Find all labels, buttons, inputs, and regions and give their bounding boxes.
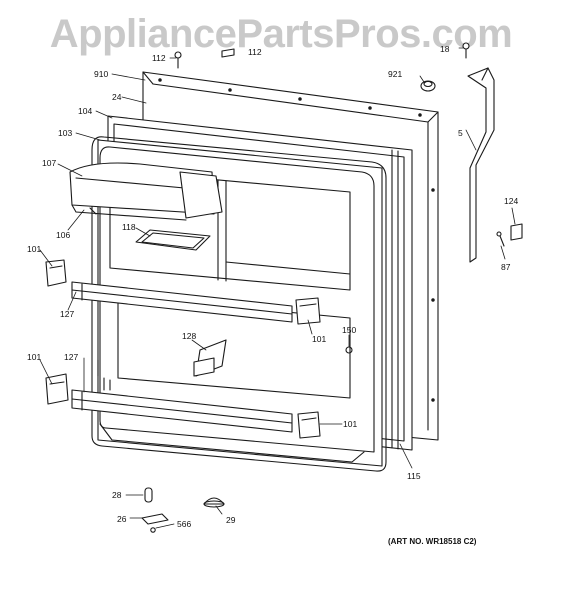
shelf-end-caps-101 — [45, 259, 321, 439]
dairy-door-107 — [69, 162, 223, 221]
top-screws-112 — [174, 48, 235, 69]
callout-101: 101 — [312, 334, 327, 344]
callout-127: 127 — [64, 352, 79, 362]
door-hinge-5 — [467, 67, 495, 263]
callout-24: 24 — [112, 92, 122, 102]
callout-5: 5 — [458, 128, 463, 138]
spacer-28 — [144, 487, 153, 503]
callout-112: 112 — [152, 53, 166, 63]
callout-150: 150 — [342, 325, 357, 335]
bracket-124 — [510, 223, 523, 241]
callout-103: 103 — [58, 128, 73, 138]
art-number: (ART NO. WR18518 C2) — [388, 537, 477, 546]
callout-29: 29 — [226, 515, 236, 525]
callout-104: 104 — [78, 106, 93, 116]
feature-plate-128 — [193, 339, 227, 377]
screw-18 — [462, 42, 470, 59]
watermark-logo: AppliancePartsPros.com — [49, 12, 513, 56]
callout-112: 112 — [248, 47, 262, 57]
leader-lines — [39, 47, 516, 529]
callout-128: 128 — [182, 331, 197, 341]
callout-28: 28 — [112, 490, 122, 500]
screw-566 — [150, 527, 156, 533]
callout-107: 107 — [42, 158, 57, 168]
cap-29 — [203, 497, 225, 508]
screw-87 — [496, 231, 505, 247]
callout-910: 910 — [94, 69, 109, 79]
callout-118: 118 — [122, 222, 136, 232]
plug-921 — [420, 80, 436, 92]
callout-101: 101 — [27, 352, 42, 362]
callout-87: 87 — [501, 262, 511, 272]
callout-106: 106 — [56, 230, 71, 240]
callout-18: 18 — [440, 44, 450, 54]
door-shelf-lower-127 — [71, 389, 293, 433]
callout-26: 26 — [117, 514, 127, 524]
callout-101: 101 — [343, 419, 358, 429]
callout-101: 101 — [27, 244, 42, 254]
door-shelf-upper-127 — [71, 281, 293, 323]
callout-124: 124 — [504, 196, 519, 206]
callout-127: 127 — [60, 309, 75, 319]
callout-566: 566 — [177, 519, 192, 529]
callout-115: 115 — [407, 471, 421, 481]
stop-26 — [141, 513, 169, 525]
callout-921: 921 — [388, 69, 403, 79]
